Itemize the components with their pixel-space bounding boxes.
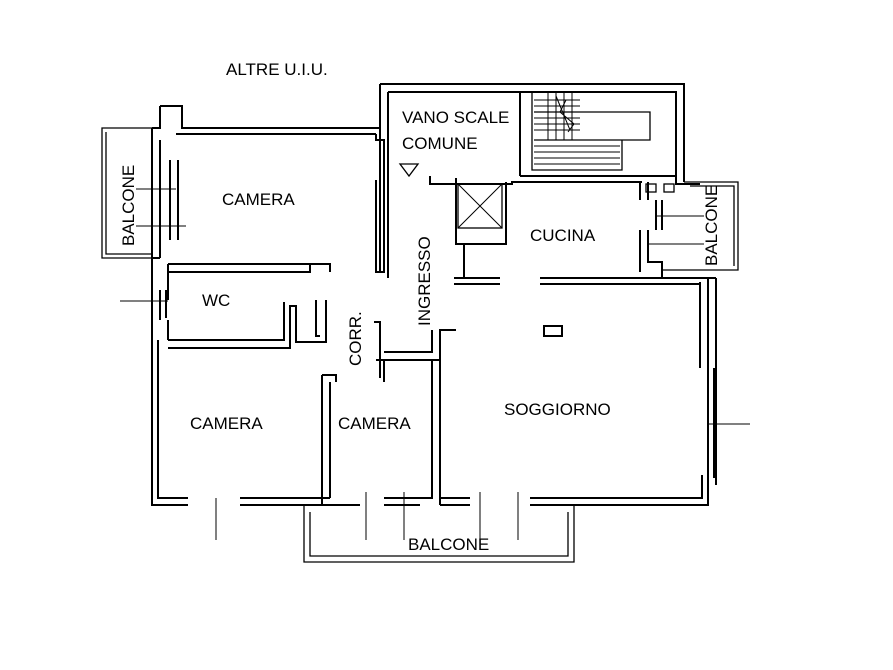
room-label-bedroom-bottom-mid: CAMERA	[338, 414, 411, 433]
outer-walls	[151, 83, 717, 506]
other-units-label: ALTRE U.I.U.	[226, 60, 328, 79]
stair-flight	[531, 92, 651, 171]
stair-label-line1: VANO SCALE	[402, 108, 509, 127]
room-label-bedroom-bottom-left: CAMERA	[190, 414, 263, 433]
room-label-kitchen: CUCINA	[530, 226, 596, 245]
stair-arrow-icon	[398, 163, 420, 178]
kitchen-fixtures	[645, 176, 700, 193]
room-label-corridor: CORR.	[346, 311, 365, 366]
balcony-left-label: BALCONE	[119, 165, 138, 246]
interior-walls	[167, 134, 700, 505]
balcony-left	[101, 127, 186, 259]
balcony-right	[648, 181, 739, 271]
room-label-bedroom-top: CAMERA	[222, 190, 295, 209]
balcony-right-label: BALCONE	[702, 185, 721, 266]
balcony-bottom	[303, 505, 575, 563]
stair-label-line2: COMUNE	[402, 134, 478, 153]
chimney-block	[543, 325, 563, 337]
elevator-shaft	[457, 183, 503, 229]
room-label-entrance: INGRESSO	[415, 236, 434, 326]
window-markers	[120, 290, 750, 540]
room-label-wc: WC	[202, 291, 230, 310]
balcony-bottom-label: BALCONE	[408, 535, 489, 554]
room-label-living: SOGGIORNO	[504, 400, 611, 419]
